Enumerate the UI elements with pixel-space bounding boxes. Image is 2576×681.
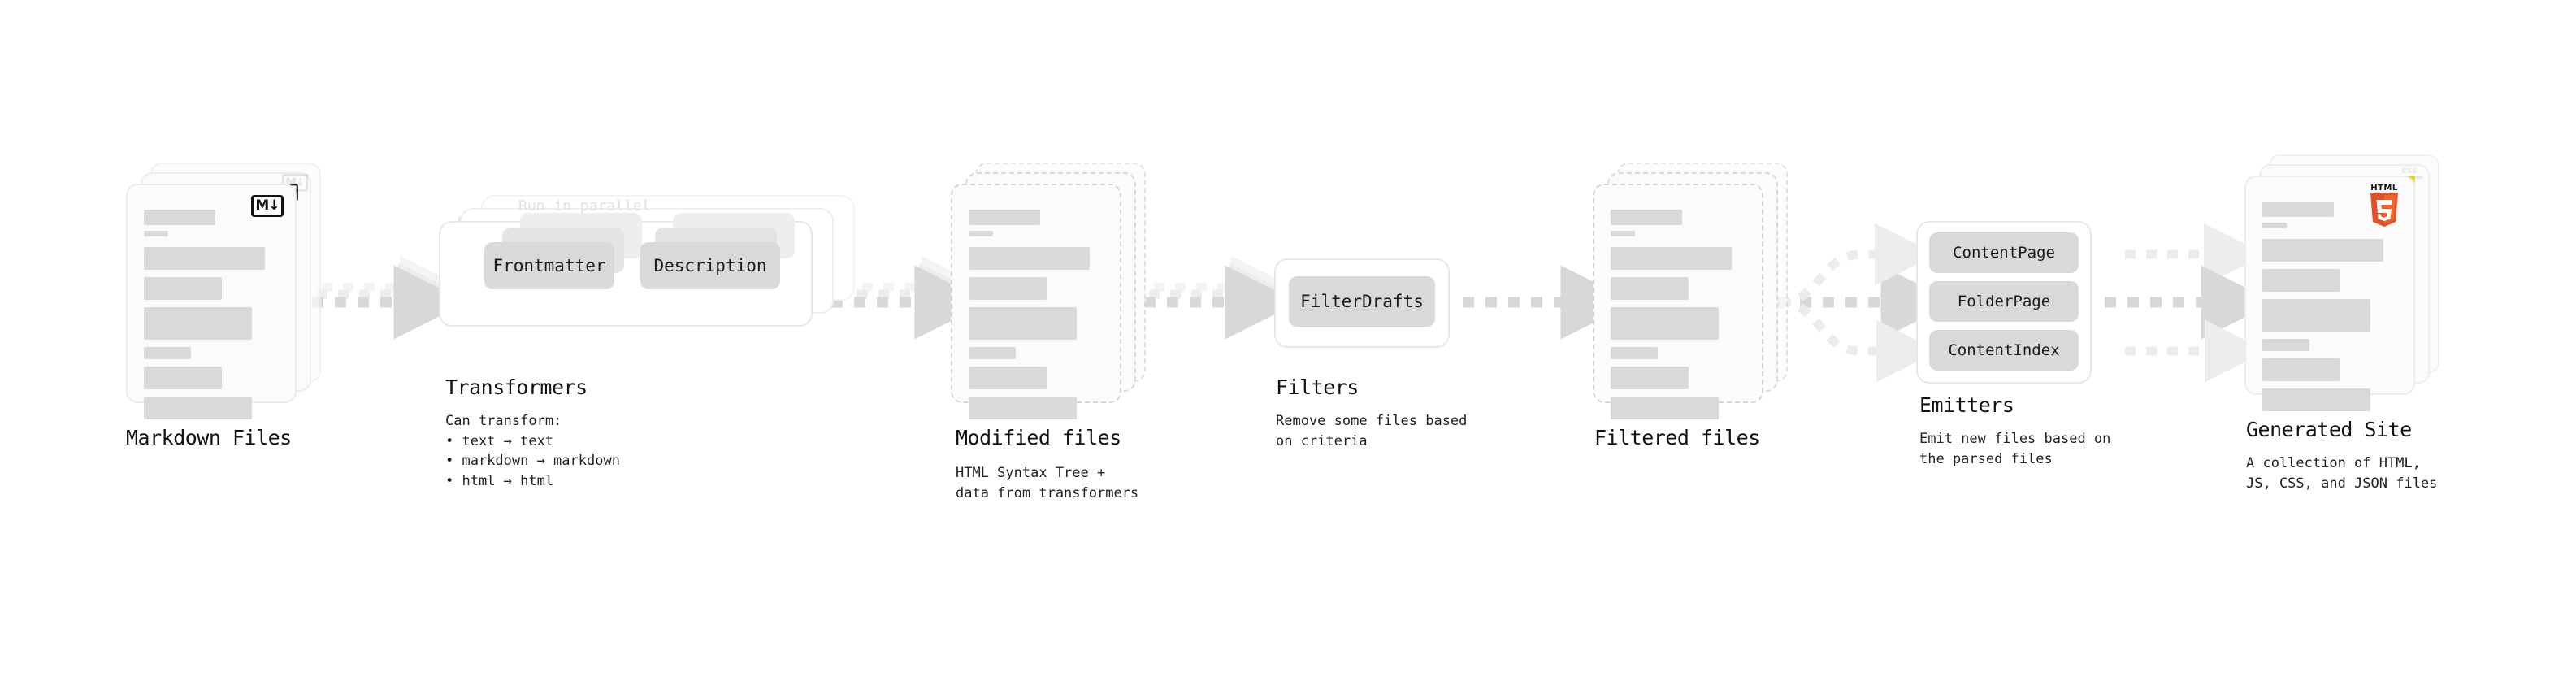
caption-title-markdown-files: Markdown Files xyxy=(126,426,292,449)
skeleton-bar xyxy=(969,277,1047,300)
html5-icon: HTML xyxy=(2366,184,2402,232)
markdown-card-front: M↓ xyxy=(126,184,297,419)
skeleton-bar xyxy=(144,307,252,340)
caption-title-filters: Filters xyxy=(1276,375,1359,399)
caption-title-emitters: Emitters xyxy=(1919,393,2014,417)
skeleton-bar xyxy=(969,347,1017,359)
stage-filtered-files xyxy=(1593,163,1788,419)
skeleton-bar xyxy=(144,347,192,359)
skeleton-bar xyxy=(969,231,993,236)
arrow-modified-to-filters xyxy=(1144,255,1299,340)
skeleton-bar xyxy=(2262,299,2370,332)
skeleton-bar xyxy=(2262,269,2341,292)
site-skeleton xyxy=(2262,202,2397,419)
emitters-chip-folderpage[interactable]: FolderPage xyxy=(1929,281,2079,322)
transformer-chip-frontmatter[interactable]: Frontmatter xyxy=(484,242,614,289)
modified-skeleton xyxy=(969,210,1104,427)
skeleton-bar xyxy=(1611,367,1689,389)
skeleton-bar xyxy=(144,277,223,300)
run-in-parallel-label: Run in parallel xyxy=(518,197,651,215)
skeleton-bar xyxy=(144,367,223,389)
html5-label: HTML xyxy=(2370,184,2398,193)
filtered-card-front xyxy=(1593,184,1763,419)
caption-title-transformers: Transformers xyxy=(445,375,588,399)
skeleton-bar xyxy=(969,367,1047,389)
caption-title-generated-site: Generated Site xyxy=(2246,418,2412,441)
site-card-front: HTML xyxy=(2244,176,2415,411)
skeleton-bar xyxy=(2262,202,2334,217)
arrow-markdown-to-transformers xyxy=(312,255,468,340)
caption-body-transformers: Can transform: • text → text • markdown … xyxy=(445,413,620,489)
skeleton-bar xyxy=(969,210,1040,225)
skeleton-bar xyxy=(1611,277,1689,300)
skeleton-bar xyxy=(969,307,1077,340)
filtered-skeleton xyxy=(1611,210,1746,427)
caption-title-modified-files: Modified files xyxy=(956,426,1121,449)
skeleton-bar xyxy=(1611,210,1682,225)
skeleton-bar xyxy=(2262,388,2370,411)
arrow-filtered-to-emitters xyxy=(1777,223,1955,383)
skeleton-bar xyxy=(2262,239,2384,262)
arrow-emitters-to-site xyxy=(2105,223,2275,383)
skeleton-bar xyxy=(1611,247,1733,270)
skeleton-bar xyxy=(2262,358,2341,381)
emitters-chip-contentindex[interactable]: ContentIndex xyxy=(1929,330,2079,371)
markdown-badge: M↓ xyxy=(251,195,284,217)
emitters-chip-contentpage[interactable]: ContentPage xyxy=(1929,232,2079,273)
skeleton-bar xyxy=(144,210,215,225)
skeleton-bar xyxy=(969,247,1091,270)
skeleton-bar xyxy=(144,247,266,270)
caption-body-filters: Remove some files based on criteria xyxy=(1276,413,1468,449)
skeleton-bar xyxy=(1611,397,1719,419)
transformer-chip-description[interactable]: Description xyxy=(640,242,780,289)
filters-chip-filterdrafts[interactable]: FilterDrafts xyxy=(1289,276,1435,327)
html5-shield-icon xyxy=(2370,193,2398,227)
modified-card-front xyxy=(951,184,1121,419)
skeleton-bar xyxy=(969,397,1077,419)
skeleton-bar xyxy=(144,231,168,236)
skeleton-bar xyxy=(1611,231,1635,236)
skeleton-bar xyxy=(2262,339,2310,351)
stage-modified-files xyxy=(951,163,1146,419)
markdown-skeleton xyxy=(144,210,279,427)
caption-body-generated-site: A collection of HTML, JS, CSS, and JSON … xyxy=(2246,455,2438,492)
skeleton-bar xyxy=(2262,223,2287,228)
skeleton-bar xyxy=(144,397,252,419)
skeleton-bar xyxy=(1611,347,1659,359)
skeleton-bar xyxy=(1611,307,1719,340)
caption-body-emitters: Emit new files based on the parsed files xyxy=(1919,431,2111,467)
caption-body-modified-files: HTML Syntax Tree + data from transformer… xyxy=(956,465,1139,501)
stage-generated-site: CSS HTML xyxy=(2244,154,2439,411)
stage-markdown-files: M↓ M↓ M↓ xyxy=(126,163,321,419)
caption-title-filtered-files: Filtered files xyxy=(1594,426,1760,449)
